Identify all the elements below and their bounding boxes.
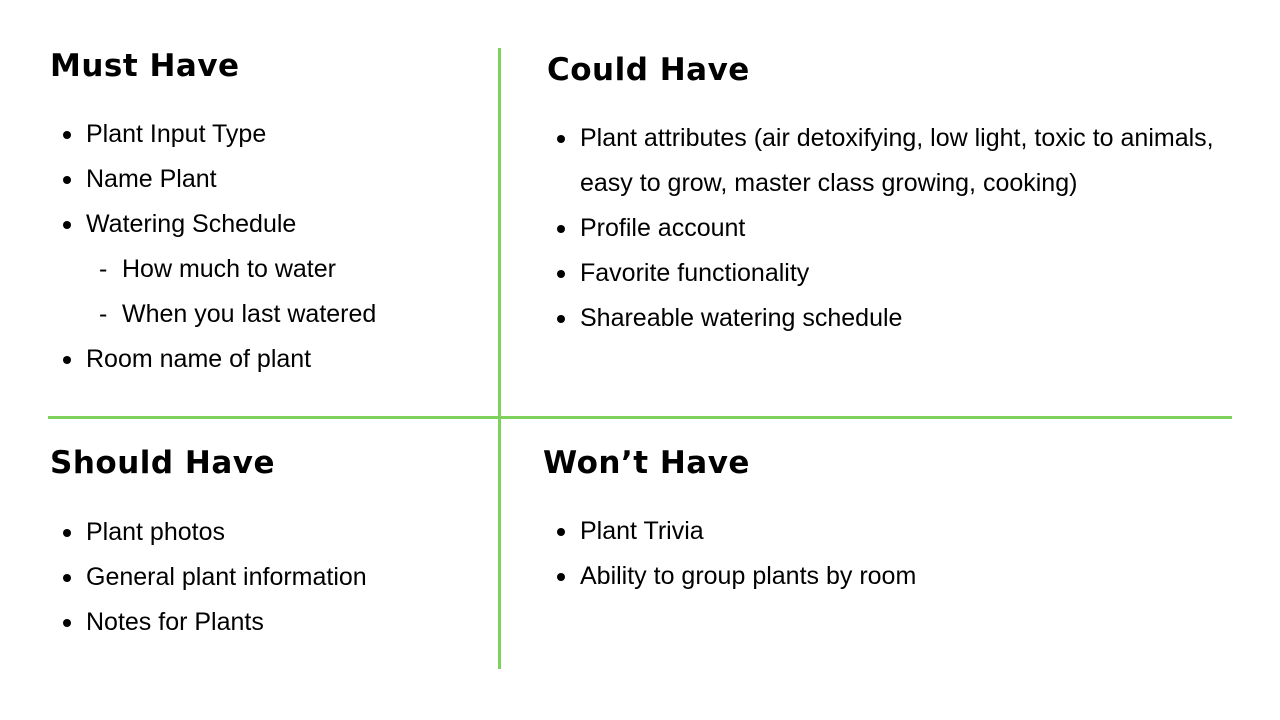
must-have-list: Plant Input Type Name Plant Watering Sch… — [50, 112, 490, 382]
list-item: Name Plant — [50, 157, 490, 202]
sub-list-item: When you last watered — [50, 292, 490, 337]
could-have-list: Plant attributes (air detoxifying, low l… — [544, 116, 1247, 341]
should-have-quadrant: Should Have Plant photos General plant i… — [50, 445, 490, 645]
must-have-quadrant: Must Have Plant Input Type Name Plant Wa… — [50, 48, 490, 382]
list-item: Watering Schedule — [50, 202, 490, 247]
list-item: Plant attributes (air detoxifying, low l… — [544, 116, 1230, 206]
should-have-list: Plant photos General plant information N… — [50, 510, 490, 645]
list-item: Favorite functionality — [544, 251, 1247, 296]
list-item: Shareable watering schedule — [544, 296, 1247, 341]
must-have-title: Must Have — [50, 48, 240, 84]
list-item: Profile account — [544, 206, 1247, 251]
list-item: General plant information — [50, 555, 490, 600]
horizontal-divider — [48, 416, 1232, 419]
wont-have-title: Won’t Have — [543, 445, 750, 481]
list-item: Plant photos — [50, 510, 490, 555]
wont-have-list: Plant Trivia Ability to group plants by … — [544, 509, 1243, 599]
list-item: Ability to group plants by room — [544, 554, 1243, 599]
sub-list-item: How much to water — [50, 247, 490, 292]
could-have-title: Could Have — [547, 52, 750, 88]
list-item: Notes for Plants — [50, 600, 490, 645]
list-item: Plant Trivia — [544, 509, 1243, 554]
wont-have-quadrant: Won’t Have Plant Trivia Ability to group… — [543, 445, 1243, 599]
vertical-divider — [498, 48, 501, 669]
list-item: Plant Input Type — [50, 112, 490, 157]
should-have-title: Should Have — [50, 445, 275, 481]
list-item: Room name of plant — [50, 337, 490, 382]
could-have-quadrant: Could Have Plant attributes (air detoxif… — [547, 52, 1247, 341]
